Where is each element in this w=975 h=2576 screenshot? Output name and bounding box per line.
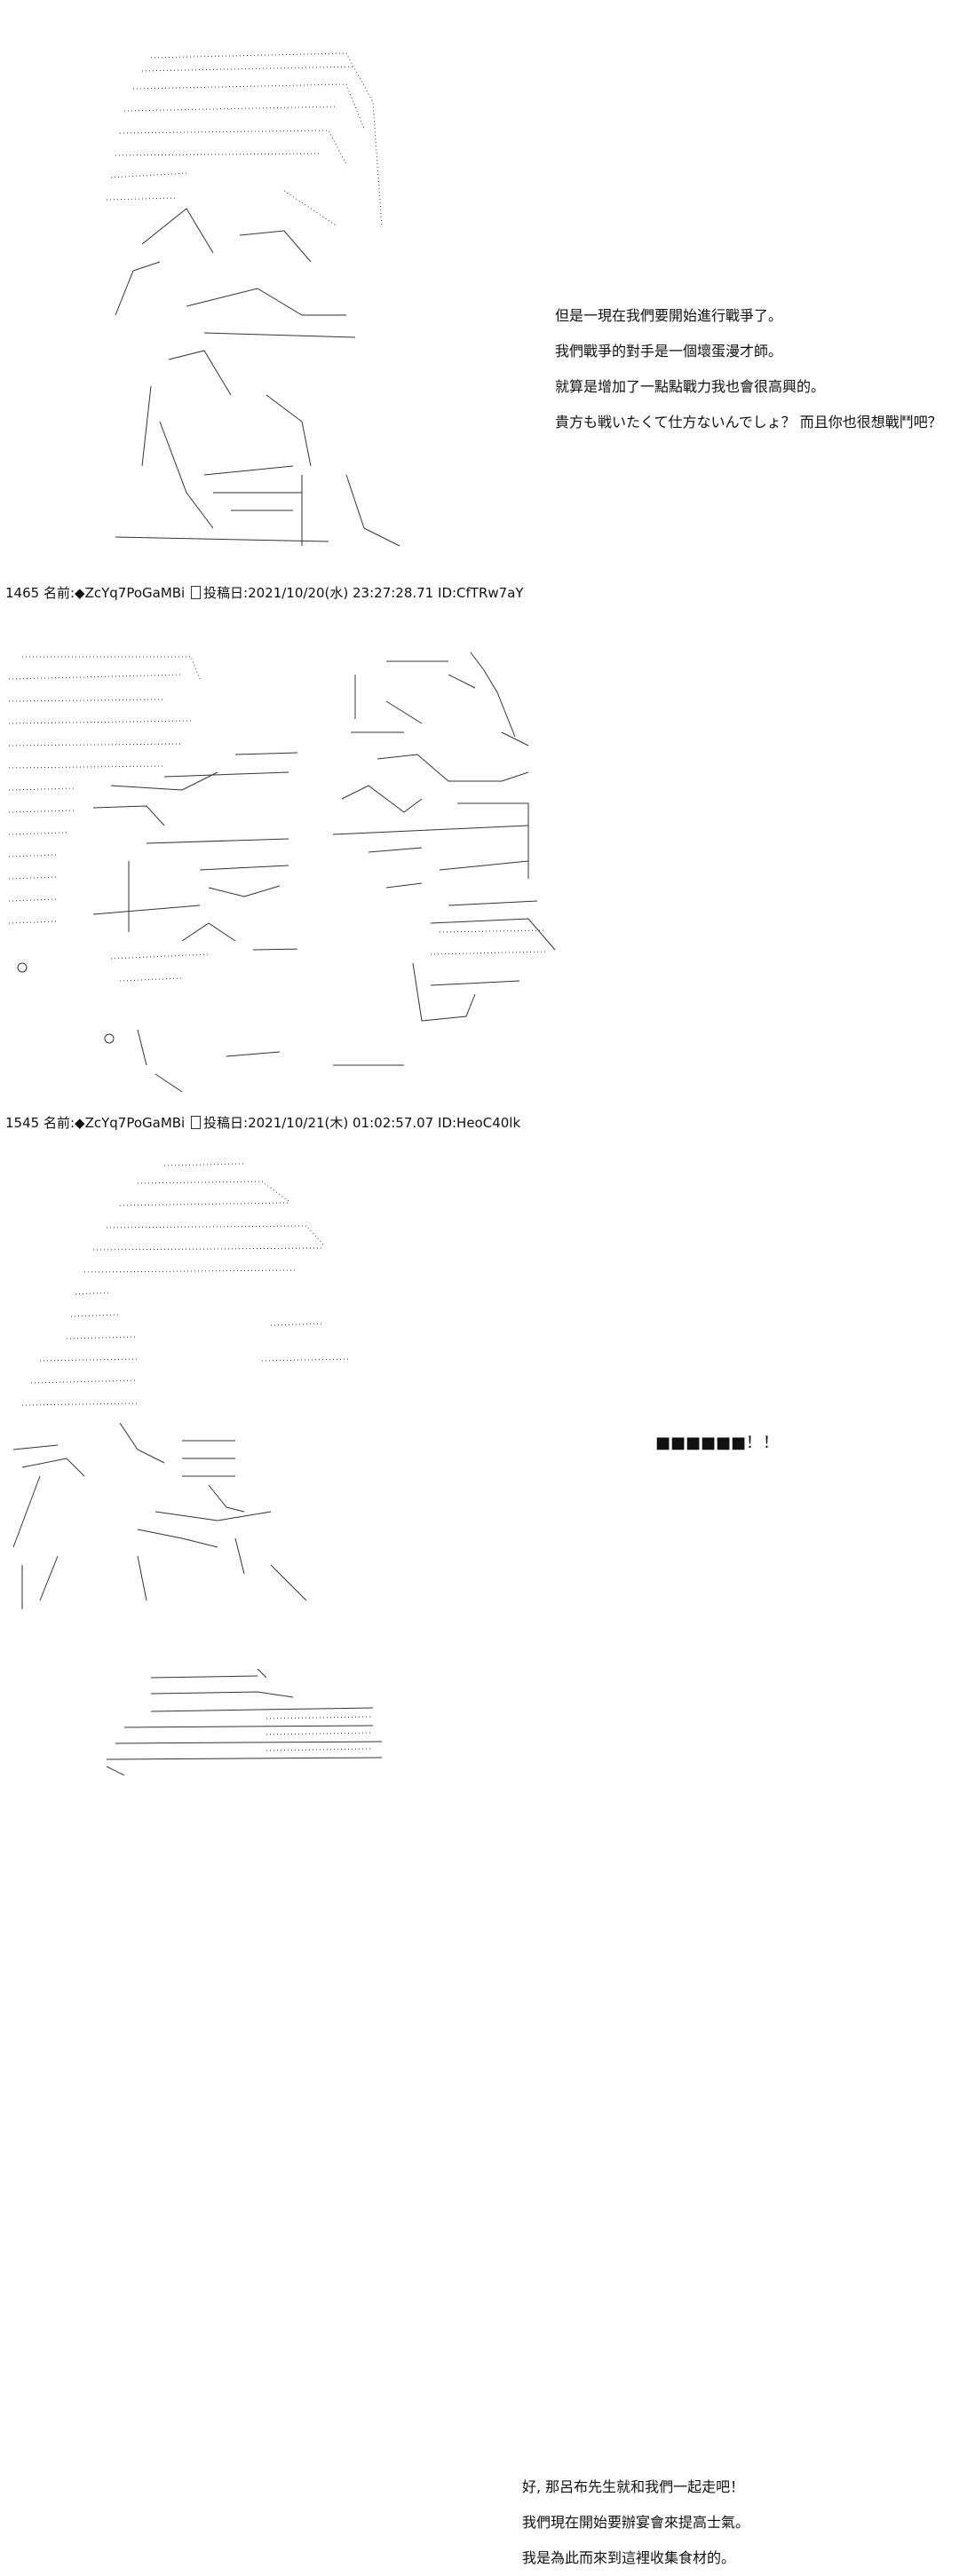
posted-label: 投稿日:	[203, 585, 249, 601]
dialogue-line: 貴方も戦いたくて仕方ないんでしょ？ 而且你也很想戰鬥吧？	[555, 414, 942, 431]
missing-glyph-icon	[191, 586, 202, 599]
ascii-art-figure-1	[80, 49, 417, 559]
trip-code: ◆ZcYq7PoGaMBi	[75, 585, 186, 601]
missing-glyph-icon	[191, 1116, 202, 1129]
ascii-art-right-figure-2	[315, 648, 573, 1101]
trip-code: ◆ZcYq7PoGaMBi	[75, 1115, 186, 1131]
panel-2: ■■■■■■！！	[0, 590, 975, 1452]
shout-suffix: ！！	[746, 1434, 781, 1452]
name-label: 名前:	[43, 1115, 75, 1131]
ascii-art-left-figure-2	[4, 648, 297, 1101]
dialogue-line: 好, 那呂布先生就和我們一起走吧！	[522, 2478, 745, 2495]
post-header: 1465 名前:◆ZcYq7PoGaMBi 投稿日:2021/10/20(水) …	[5, 583, 524, 602]
dialogue-line: 但是一現在我們要開始進行戰爭了。	[555, 307, 783, 324]
shout-text: ■■■■■■！！	[655, 1430, 780, 1453]
post-number: 1465	[5, 585, 40, 601]
name-label: 名前:	[43, 585, 75, 601]
post-header: 1545 名前:◆ZcYq7PoGaMBi 投稿日:2021/10/21(木) …	[5, 1113, 520, 1132]
ascii-art-figure-4	[89, 1669, 400, 1775]
dialogue-line: 我是為此而來到這裡收集食材的。	[522, 2549, 736, 2566]
censored-blocks: ■■■■■■	[655, 1434, 747, 1452]
post-number: 1545	[5, 1115, 40, 1131]
dialogue-box-1: 但是一現在我們要開始進行戰爭了。 我們戰爭的對手是一個壞蛋漫才師。 就算是增加了…	[555, 298, 942, 440]
panel-1: 但是一現在我們要開始進行戰爭了。 我們戰爭的對手是一個壞蛋漫才師。 就算是增加了…	[0, 0, 975, 577]
dialogue-box-2: 好, 那呂布先生就和我們一起走吧！ 我們現在開始要辦宴會來提高士氣。 我是為此而…	[522, 2469, 749, 2576]
dialogue-line: 我們現在開始要辦宴會來提高士氣。	[522, 2514, 750, 2531]
dialogue-line: 就算是增加了一點點戰力我也會很高興的。	[555, 378, 826, 395]
post-datetime: 2021/10/20(水) 23:27:28.71	[248, 585, 434, 601]
dialogue-line: 我們戰爭的對手是一個壞蛋漫才師。	[555, 343, 783, 360]
post-id: ID:HeoC40lk	[438, 1115, 521, 1131]
panel-3: 好, 那呂布先生就和我們一起走吧！ 我們現在開始要辦宴會來提高士氣。 我是為此而…	[0, 1117, 975, 2566]
post-id: ID:CfTRw7aY	[438, 585, 524, 601]
ascii-art-figure-3	[4, 1157, 404, 1618]
posted-label: 投稿日:	[203, 1115, 249, 1131]
post-datetime: 2021/10/21(木) 01:02:57.07	[248, 1115, 434, 1131]
